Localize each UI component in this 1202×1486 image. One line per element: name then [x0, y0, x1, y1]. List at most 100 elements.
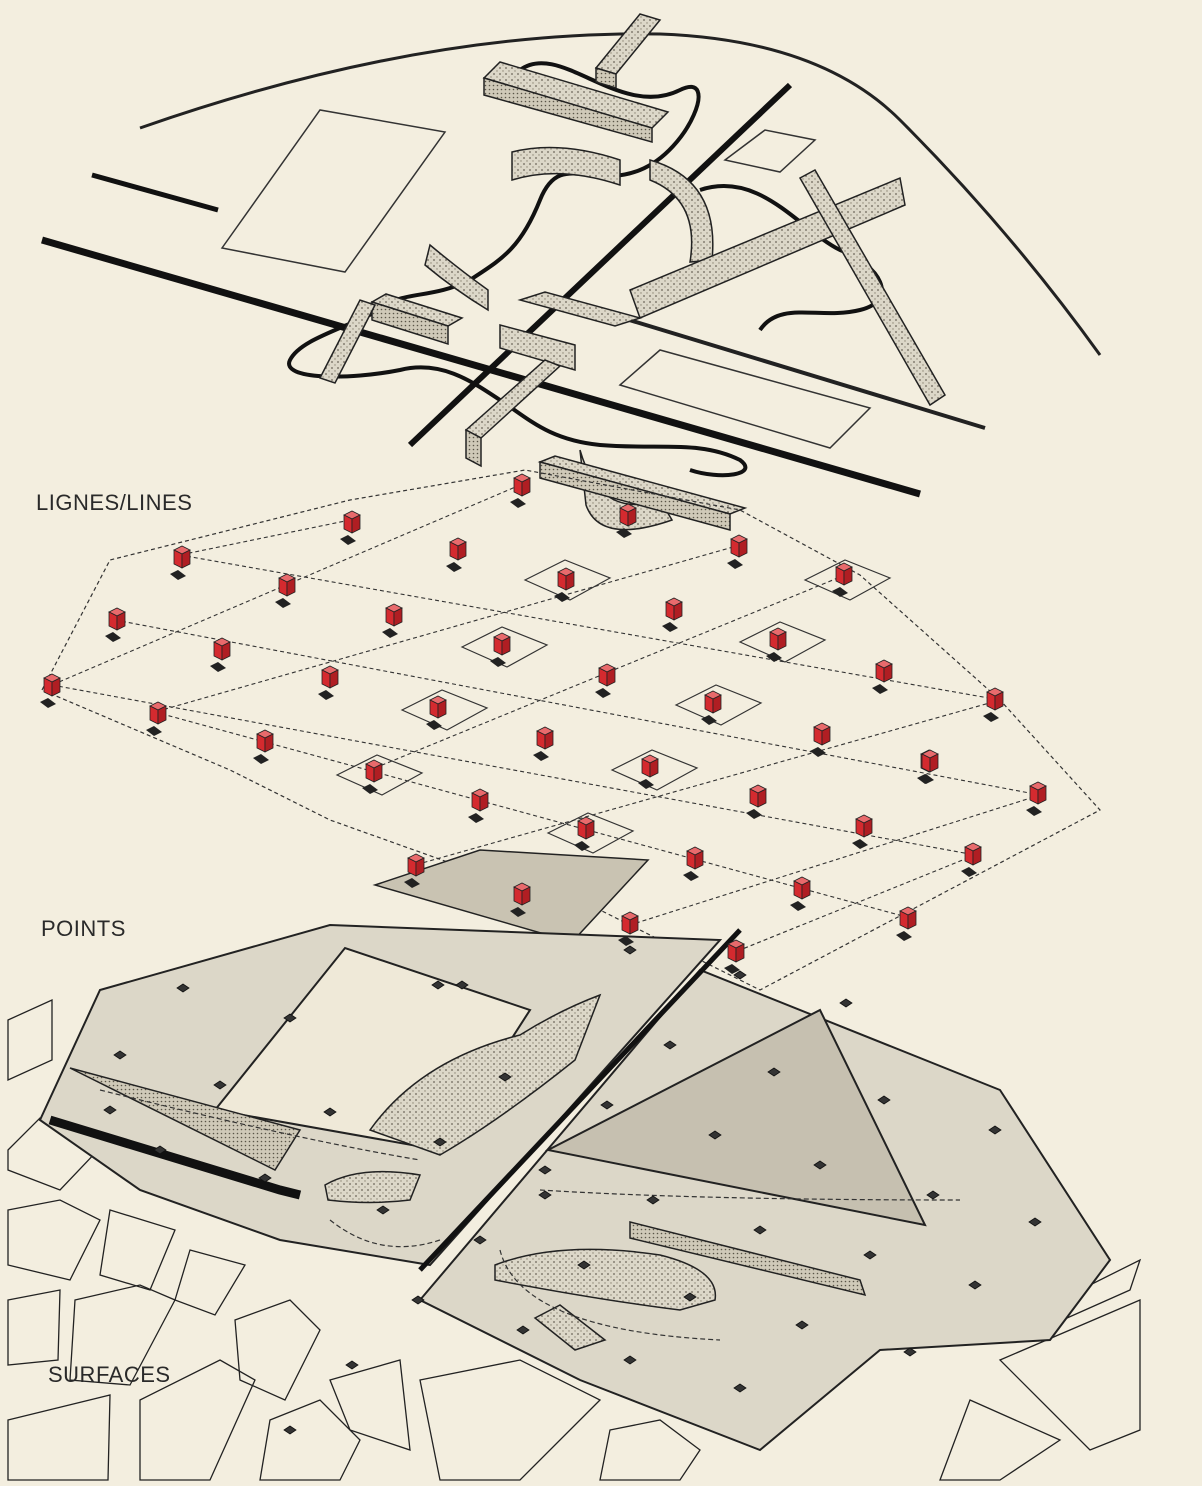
square-marker-icon — [623, 1355, 637, 1365]
triangle-meadow — [544, 1008, 927, 1227]
square-marker-icon — [767, 1067, 781, 1077]
square-marker-icon — [283, 1013, 297, 1023]
red-cube-icon — [533, 726, 554, 761]
red-cube-icon — [766, 627, 787, 662]
square-marker-icon — [283, 1425, 297, 1435]
square-marker-icon — [258, 1173, 272, 1183]
red-cube-icon — [872, 659, 893, 694]
red-cube-icon — [40, 673, 61, 708]
square-marker-icon — [926, 1190, 940, 1200]
square-marker-icon — [839, 998, 853, 1008]
island-shape-4 — [533, 1304, 607, 1351]
meadow-rectangle-east — [723, 129, 817, 173]
island-shape-2 — [494, 1248, 717, 1311]
square-marker-icon — [733, 970, 747, 980]
red-cube-icon — [426, 695, 447, 730]
square-marker-icon — [903, 1347, 917, 1357]
island-shape-3 — [324, 1170, 422, 1204]
garden-patch — [372, 849, 650, 943]
red-cube-icon — [983, 687, 1004, 722]
folie-markers — [40, 473, 1047, 974]
divider-road — [418, 928, 742, 1272]
red-cube-icon — [638, 754, 659, 789]
points-grid-lines — [51, 484, 1041, 953]
red-cube-icon — [618, 911, 639, 946]
square-marker-icon — [663, 1040, 677, 1050]
red-cube-icon — [574, 816, 595, 851]
square-marker-icon — [600, 1100, 614, 1110]
island-shape-1 — [368, 993, 602, 1156]
lines-layer — [41, 13, 1102, 531]
square-marker-icon — [538, 1190, 552, 1200]
red-cube-icon — [896, 906, 917, 941]
red-cube-icon — [810, 722, 831, 757]
square-marker-icon — [113, 1050, 127, 1060]
red-cube-icon — [446, 537, 467, 572]
square-marker-icon — [516, 1325, 530, 1335]
surface-markers — [103, 945, 1042, 1435]
red-cube-icon — [105, 607, 126, 642]
square-marker-icon — [431, 980, 445, 990]
square-marker-icon — [473, 1235, 487, 1245]
red-cube-icon — [832, 562, 853, 597]
square-marker-icon — [708, 1130, 722, 1140]
red-cube-icon — [961, 842, 982, 877]
layer-label-surfaces: SURFACES — [48, 1362, 171, 1387]
square-marker-icon — [877, 1095, 891, 1105]
red-cube-icon — [210, 637, 231, 672]
red-cube-icon — [662, 597, 683, 632]
cinematic-promenade — [287, 61, 884, 478]
square-marker-icon — [795, 1320, 809, 1330]
red-cube-icon — [170, 545, 191, 580]
red-cube-icon — [510, 473, 531, 508]
square-marker-icon — [213, 1080, 227, 1090]
square-marker-icon — [988, 1125, 1002, 1135]
city-street-grid — [7, 998, 1142, 1481]
red-cube-icon — [490, 632, 511, 667]
layer-label-points: POINTS — [41, 916, 126, 941]
square-marker-icon — [345, 1360, 359, 1370]
square-marker-icon — [1028, 1217, 1042, 1227]
meadow-rectangle-south — [618, 349, 872, 449]
site-boundary-curve — [139, 32, 1102, 356]
red-cube-icon — [727, 534, 748, 569]
red-cube-icon — [790, 876, 811, 911]
red-cube-icon — [554, 567, 575, 602]
red-cube-icon — [683, 846, 704, 881]
gallery-blocks — [318, 13, 947, 531]
red-cube-icon — [253, 729, 274, 764]
red-cube-icon — [382, 603, 403, 638]
surfaces-layer — [7, 923, 1142, 1481]
square-marker-icon — [538, 1165, 552, 1175]
red-cube-icon — [468, 788, 489, 823]
red-cube-icon — [595, 663, 616, 698]
square-marker-icon — [103, 1105, 117, 1115]
square-marker-icon — [813, 1160, 827, 1170]
square-marker-icon — [646, 1195, 660, 1205]
red-cube-icon — [701, 690, 722, 725]
square-marker-icon — [176, 983, 190, 993]
square-marker-icon — [683, 1292, 697, 1302]
red-cube-icon — [318, 665, 339, 700]
secondary-axis — [91, 172, 219, 213]
square-marker-icon — [433, 1137, 447, 1147]
square-marker-icon — [323, 1107, 337, 1117]
red-cube-icon — [918, 749, 939, 784]
square-marker-icon — [411, 1295, 425, 1305]
square-marker-icon — [153, 1145, 167, 1155]
red-cube-icon — [146, 701, 167, 736]
points-grid-boundary — [41, 469, 1101, 991]
red-cube-icon — [510, 882, 531, 917]
wedge-west — [69, 1067, 302, 1171]
square-marker-icon — [623, 945, 637, 955]
meadow-rectangle-north — [220, 109, 447, 273]
red-cube-icon — [746, 784, 767, 819]
square-marker-icon — [498, 1072, 512, 1082]
surface-paths — [99, 1089, 961, 1341]
red-cube-icon — [724, 939, 745, 974]
layer-label-lines: LIGNES/LINES — [36, 490, 193, 515]
red-cube-icon — [852, 814, 873, 849]
long-building — [629, 1221, 867, 1297]
red-cube-icon — [404, 853, 425, 888]
